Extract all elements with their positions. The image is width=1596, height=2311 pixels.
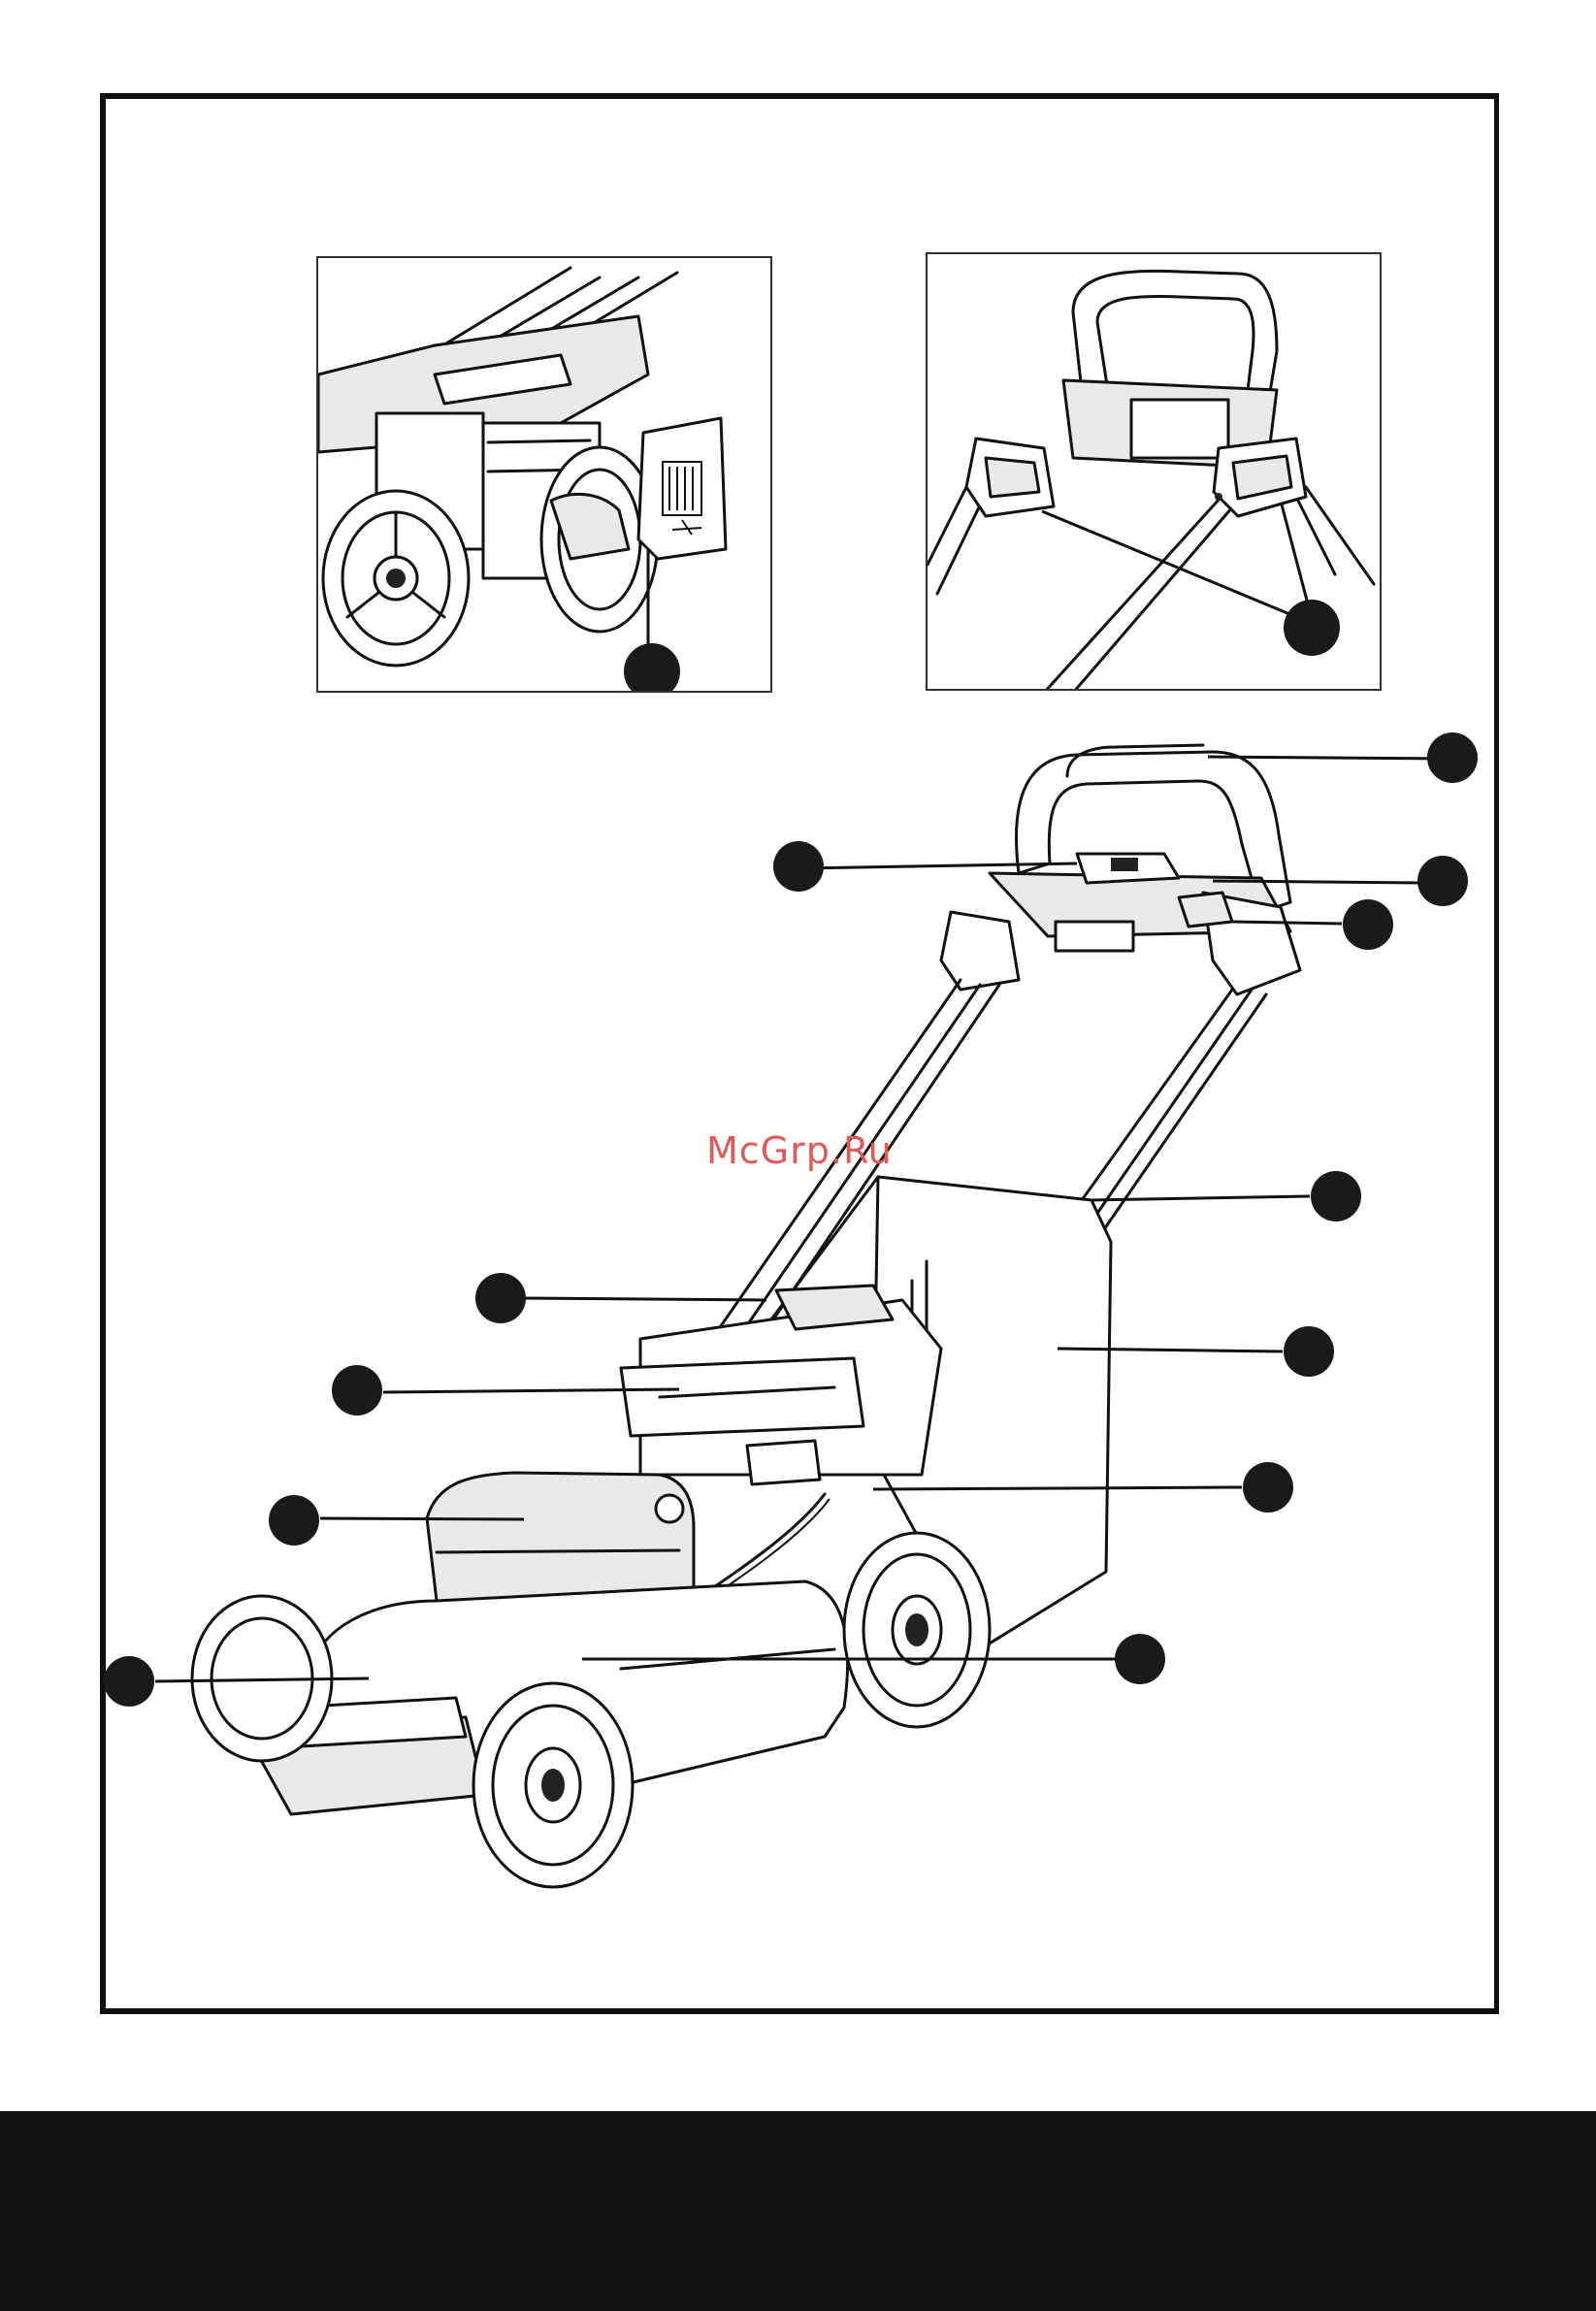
footer-band	[0, 2111, 1596, 2311]
callout-marker	[103, 1655, 155, 1708]
right-clamp	[1214, 439, 1306, 516]
callout-marker	[1283, 599, 1341, 657]
watermark-text: McGrp.Ru	[706, 1129, 893, 1172]
callout-marker	[623, 642, 681, 693]
callout-marker	[1310, 1170, 1362, 1222]
inset-rear-flap	[316, 256, 772, 693]
callout-marker	[1283, 1325, 1335, 1378]
callout-marker	[474, 1272, 527, 1324]
left-wheel	[323, 491, 469, 666]
left-clamp	[966, 439, 1054, 516]
rear-flap-illustration	[318, 258, 772, 693]
callout-marker	[268, 1494, 320, 1546]
bag-flap	[638, 418, 726, 559]
callout-marker	[1417, 855, 1469, 907]
inset-handle-clamps	[926, 252, 1382, 691]
callout-marker	[1242, 1461, 1294, 1514]
callout-marker	[1342, 898, 1394, 951]
callout-marker	[1114, 1633, 1166, 1685]
control-plate	[1131, 400, 1228, 458]
callout-marker	[772, 840, 825, 893]
callout-marker	[1426, 732, 1479, 784]
callout-marker	[331, 1364, 383, 1416]
